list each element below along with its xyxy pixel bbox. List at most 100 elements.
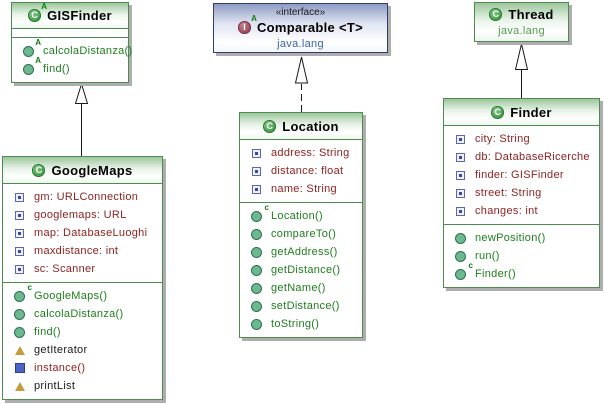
field-icon bbox=[15, 264, 24, 274]
method-label: Location() bbox=[271, 210, 323, 222]
protected-member-icon bbox=[14, 381, 25, 391]
interface-name: Comparable <T> bbox=[256, 20, 364, 35]
field-label: map: DatabaseLuoghi bbox=[34, 227, 148, 239]
abstract-method-icon: A bbox=[23, 38, 41, 57]
field-label: googlemaps: URL bbox=[34, 209, 127, 221]
class-header: C Thread java.lang bbox=[475, 3, 568, 41]
method-label: getName() bbox=[271, 282, 326, 294]
method-label: run() bbox=[475, 250, 500, 262]
class-header: C Location bbox=[240, 113, 362, 139]
field-icon bbox=[252, 148, 261, 158]
method-row[interactable]: A calcolaDistanza() bbox=[12, 38, 132, 60]
method-row[interactable]: getIterator bbox=[3, 341, 162, 359]
method-row[interactable]: run() bbox=[444, 247, 599, 265]
constructor-icon: c bbox=[455, 261, 473, 280]
field-icon bbox=[456, 170, 465, 180]
fields-section: city: String db: DatabaseRicerche finder… bbox=[444, 125, 599, 224]
method-row[interactable]: getName() bbox=[240, 279, 362, 297]
stereotype-label: «interface» bbox=[275, 6, 326, 18]
field-label: gm: URLConnection bbox=[34, 191, 139, 203]
method-row[interactable]: find() bbox=[3, 323, 162, 341]
methods-section: A calcolaDistanza() A find() bbox=[12, 37, 132, 82]
method-icon bbox=[14, 308, 25, 320]
field-row[interactable]: sc: Scanner bbox=[3, 260, 162, 278]
class-icon: C bbox=[491, 105, 505, 119]
class-name: Location bbox=[282, 118, 339, 134]
class-icon: C bbox=[489, 7, 503, 21]
interface-box-comparable[interactable]: «interface» I A Comparable <T> java.lang bbox=[213, 3, 388, 53]
class-name: Thread bbox=[508, 6, 554, 22]
method-row[interactable]: c Finder() bbox=[444, 261, 599, 283]
method-icon bbox=[251, 228, 262, 240]
class-icon: C bbox=[32, 163, 46, 177]
method-row[interactable]: calcolaDistanza() bbox=[3, 305, 162, 323]
method-label: find() bbox=[34, 326, 61, 338]
methods-section: newPosition() run() c Finder() bbox=[444, 224, 599, 287]
field-row[interactable]: distance: float bbox=[240, 162, 362, 180]
method-row[interactable]: c Location() bbox=[240, 203, 362, 225]
field-label: sc: Scanner bbox=[34, 263, 96, 275]
method-row[interactable]: setDistance() bbox=[240, 297, 362, 315]
method-icon bbox=[251, 246, 262, 258]
field-row[interactable]: map: DatabaseLuoghi bbox=[3, 224, 162, 242]
realization-arrow-location-comparable[interactable] bbox=[294, 56, 309, 112]
field-row[interactable]: finder: GISFinder bbox=[444, 166, 599, 184]
class-box-finder[interactable]: C Finder city: String db: DatabaseRicerc… bbox=[443, 98, 600, 288]
field-row[interactable]: city: String bbox=[444, 130, 599, 148]
field-icon bbox=[456, 152, 465, 162]
method-icon bbox=[455, 232, 466, 244]
field-row[interactable]: name: String bbox=[240, 180, 362, 198]
class-name: GISFinder bbox=[47, 8, 112, 23]
generalization-arrow-googlemaps-gisfinder[interactable] bbox=[74, 82, 89, 156]
field-label: db: DatabaseRicerche bbox=[475, 151, 590, 163]
field-icon bbox=[456, 206, 465, 216]
class-box-thread[interactable]: C Thread java.lang bbox=[474, 2, 569, 42]
constructor-icon: c bbox=[14, 283, 32, 302]
method-label: compareTo() bbox=[271, 228, 337, 240]
method-row[interactable]: toString() bbox=[240, 315, 362, 333]
constructor-icon: c bbox=[251, 203, 269, 222]
field-row[interactable]: address: String bbox=[240, 144, 362, 162]
method-label: GoogleMaps() bbox=[34, 290, 108, 302]
class-box-location[interactable]: C Location address: String distance: flo… bbox=[239, 112, 363, 338]
field-label: address: String bbox=[271, 147, 350, 159]
class-header: C A GISFinder bbox=[12, 3, 128, 28]
class-box-googlemaps[interactable]: C GoogleMaps gm: URLConnection googlemap… bbox=[2, 156, 163, 400]
field-icon bbox=[15, 246, 24, 256]
field-label: name: String bbox=[271, 183, 337, 195]
methods-section: c GoogleMaps() calcolaDistanza() find() … bbox=[3, 282, 162, 399]
field-row[interactable]: street: String bbox=[444, 184, 599, 202]
method-icon bbox=[455, 250, 466, 262]
method-label: setDistance() bbox=[271, 300, 340, 312]
method-row[interactable]: c GoogleMaps() bbox=[3, 283, 162, 305]
fields-section-empty bbox=[12, 28, 128, 37]
field-row[interactable]: db: DatabaseRicerche bbox=[444, 148, 599, 166]
method-label: getDistance() bbox=[271, 264, 341, 276]
method-row[interactable]: getDistance() bbox=[240, 261, 362, 279]
method-row[interactable]: instance() bbox=[3, 359, 162, 377]
method-row[interactable]: getAddress() bbox=[240, 243, 362, 261]
generalization-arrow-finder-thread[interactable] bbox=[514, 43, 529, 98]
class-box-gisfinder[interactable]: C A GISFinder A calcolaDistanza() A find… bbox=[11, 2, 132, 83]
method-label: instance() bbox=[34, 362, 86, 374]
field-row[interactable]: maxdistance: int bbox=[3, 242, 162, 260]
method-label: calcolaDistanza() bbox=[43, 45, 133, 57]
field-icon bbox=[15, 192, 24, 202]
field-label: city: String bbox=[475, 133, 530, 145]
method-row[interactable]: A find() bbox=[12, 56, 128, 78]
method-label: find() bbox=[43, 63, 70, 75]
fields-section: address: String distance: float name: St… bbox=[240, 139, 362, 202]
method-label: getIterator bbox=[34, 344, 88, 356]
field-row[interactable]: changes: int bbox=[444, 202, 599, 220]
method-icon bbox=[251, 318, 262, 330]
package-label: java.lang bbox=[277, 37, 324, 50]
class-name: Finder bbox=[510, 104, 552, 120]
field-row[interactable]: gm: URLConnection bbox=[3, 188, 162, 206]
method-row[interactable]: newPosition() bbox=[444, 229, 599, 247]
field-row[interactable]: googlemaps: URL bbox=[3, 206, 162, 224]
field-icon bbox=[252, 184, 261, 194]
method-row[interactable]: printList bbox=[3, 377, 162, 395]
interface-icon: I A bbox=[237, 15, 257, 34]
method-row[interactable]: compareTo() bbox=[240, 225, 362, 243]
